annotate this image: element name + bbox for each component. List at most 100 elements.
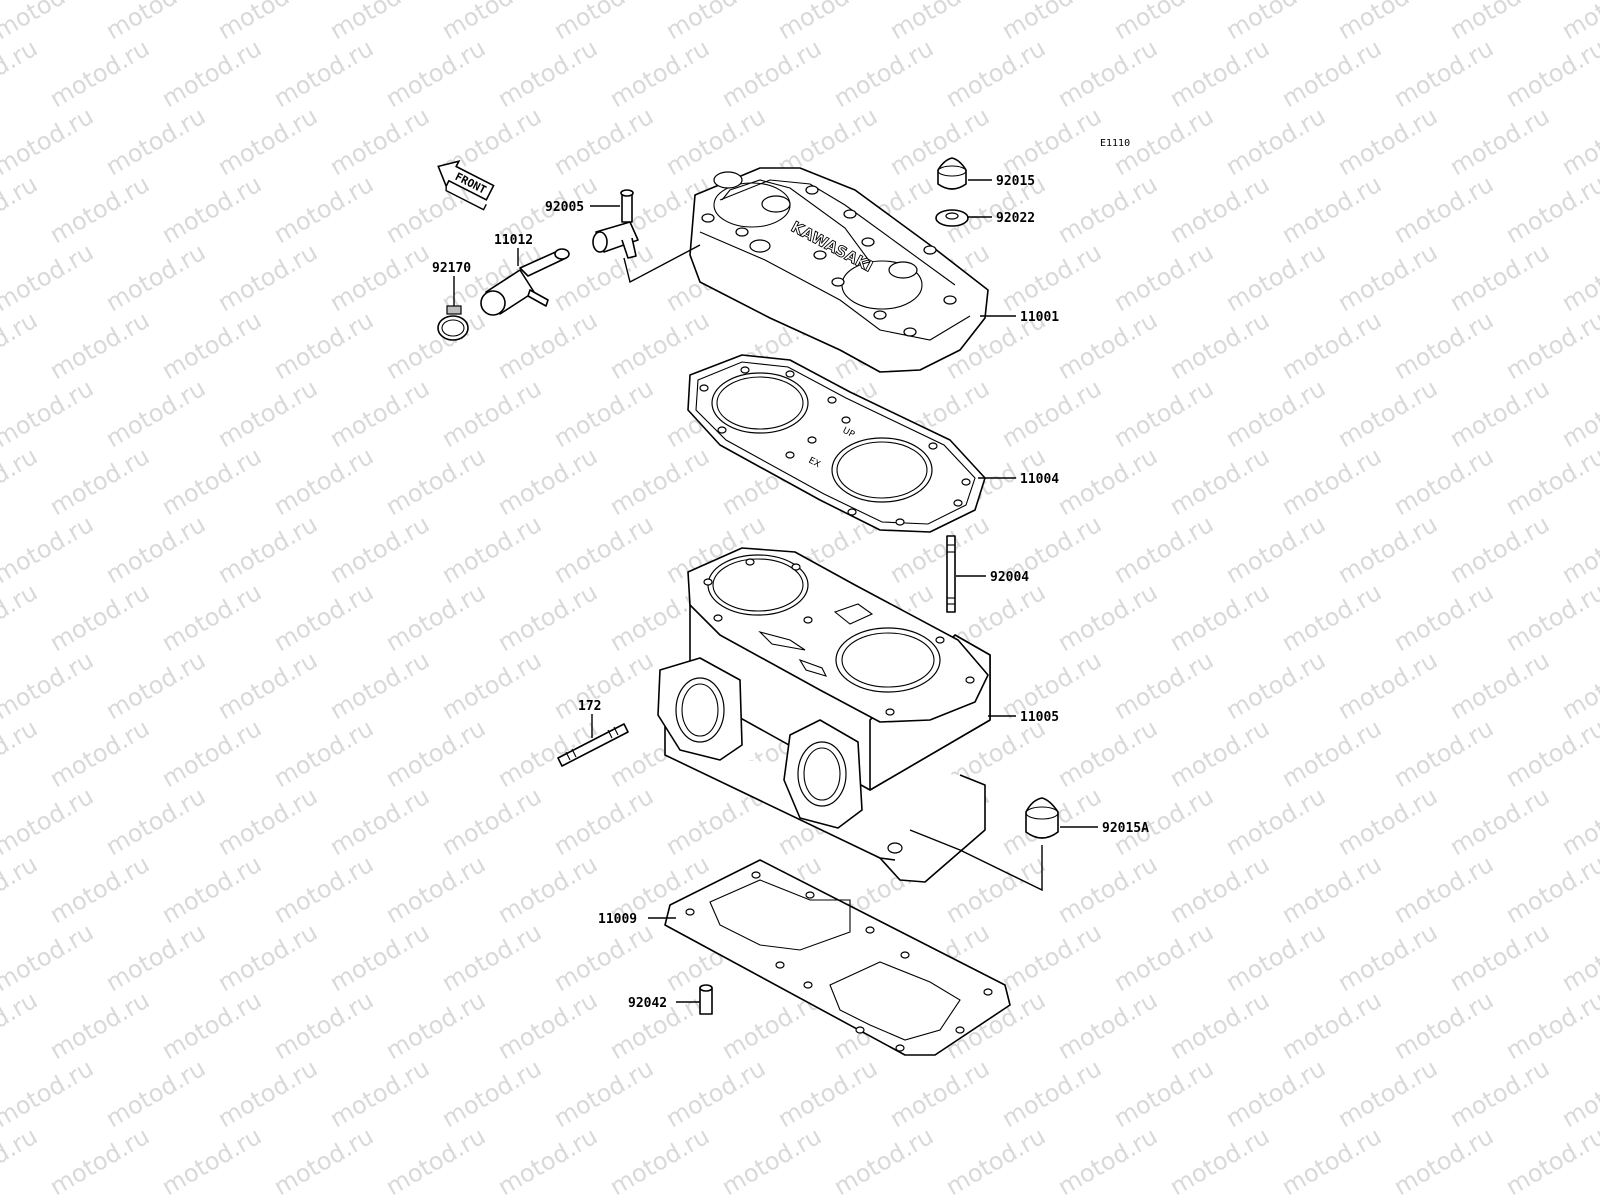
watermark-text: motod.ru <box>773 1054 882 1133</box>
watermark-text: motod.ru <box>381 714 490 793</box>
watermark-text: motod.ru <box>997 0 1106 45</box>
watermark-text: motod.ru <box>829 1122 938 1200</box>
watermark-text: motod.ru <box>1557 1054 1600 1133</box>
watermark-text: motod.ru <box>325 102 434 181</box>
watermark-text: motod.ru <box>1165 306 1274 385</box>
watermark-text: motod.ru <box>1277 986 1386 1065</box>
watermark-text: motod.ru <box>493 34 602 113</box>
watermark-text: motod.ru <box>1333 102 1442 181</box>
watermark-text: motod.ru <box>437 510 546 589</box>
watermark-text: motod.ru <box>0 850 42 929</box>
head-gasket-11004: UP EX <box>687 354 986 533</box>
part-labels: 92015 92022 92005 11012 92170 11001 1100… <box>432 174 1149 1011</box>
watermark-text: motod.ru <box>1389 442 1498 521</box>
watermark-text: motod.ru <box>1501 442 1600 521</box>
cap-nut-92015A <box>1025 797 1059 839</box>
watermark-text: motod.ru <box>549 374 658 453</box>
watermark-text: motod.ru <box>269 1122 378 1200</box>
watermark-text: motod.ru <box>1221 1054 1330 1133</box>
watermark-text: motod.ru <box>1109 238 1218 317</box>
watermark-text: motod.ru <box>381 986 490 1065</box>
watermark-text: motod.ru <box>997 918 1106 997</box>
watermark-text: motod.ru <box>101 782 210 861</box>
watermark-text: motod.ru <box>997 374 1106 453</box>
label-11004: 11004 <box>1020 472 1059 487</box>
watermark-text: motod.ru <box>101 646 210 725</box>
watermark-text: motod.ru <box>325 374 434 453</box>
label-11009: 11009 <box>598 912 637 927</box>
watermark-text: motod.ru <box>45 714 154 793</box>
watermark-text: motod.ru <box>1053 34 1162 113</box>
watermark-text: motod.ru <box>381 306 490 385</box>
watermark-text: motod.ru <box>1445 782 1554 861</box>
watermark-text: motod.ru <box>605 34 714 113</box>
watermark-text: motod.ru <box>381 578 490 657</box>
watermark-text: motod.ru <box>1445 646 1554 725</box>
watermark-text: motod.ru <box>1445 0 1554 45</box>
watermark-text: motod.ru <box>605 442 714 521</box>
watermark-text: motod.ru <box>1277 1122 1386 1200</box>
watermark-text: motod.ru <box>1333 646 1442 725</box>
watermark-text: motod.ru <box>493 442 602 521</box>
watermark-text: motod.ru <box>549 102 658 181</box>
watermark-text: motod.ru <box>269 306 378 385</box>
watermark-text: motod.ru <box>1165 986 1274 1065</box>
watermark-text: motod.ru <box>213 238 322 317</box>
watermark-text: motod.ru <box>1109 1054 1218 1133</box>
watermark-text: motod.ru <box>213 374 322 453</box>
watermark-text: motod.ru <box>269 442 378 521</box>
watermark-text: motod.ru <box>269 986 378 1065</box>
watermark-text: motod.ru <box>1333 918 1442 997</box>
watermark-text: motod.ru <box>493 578 602 657</box>
watermark-text: motod.ru <box>941 34 1050 113</box>
watermark-text: motod.ru <box>325 646 434 725</box>
watermark-text: motod.ru <box>325 1054 434 1133</box>
watermark-text: motod.ru <box>213 918 322 997</box>
watermark-text: motod.ru <box>549 1054 658 1133</box>
watermark-text: motod.ru <box>1557 238 1600 317</box>
watermark-text: motod.ru <box>101 918 210 997</box>
watermark-text: motod.ru <box>269 170 378 249</box>
watermark-text: motod.ru <box>1165 170 1274 249</box>
watermark-text: motod.ru <box>213 1054 322 1133</box>
watermark-text: motod.ru <box>0 102 98 181</box>
watermark-text: motod.ru <box>717 34 826 113</box>
watermark-text: motod.ru <box>941 850 1050 929</box>
watermark-text: motod.ru <box>101 374 210 453</box>
watermark-text: motod.ru <box>157 714 266 793</box>
watermark-text: motod.ru <box>213 102 322 181</box>
watermark-text: motod.ru <box>157 578 266 657</box>
watermark-text: motod.ru <box>0 918 98 997</box>
watermark-text: motod.ru <box>157 850 266 929</box>
watermark-text: motod.ru <box>1221 102 1330 181</box>
watermark-text: motod.ru <box>1501 986 1600 1065</box>
watermark-text: motod.ru <box>1445 510 1554 589</box>
watermark-text: motod.ru <box>997 238 1106 317</box>
watermark-text: motod.ru <box>437 0 546 45</box>
watermark-text: motod.ru <box>0 442 42 521</box>
watermark-text: motod.ru <box>1277 306 1386 385</box>
watermark-text: motod.ru <box>885 1054 994 1133</box>
watermark-text: motod.ru <box>997 102 1106 181</box>
watermark-text: motod.ru <box>1501 306 1600 385</box>
watermark-text: motod.ru <box>773 0 882 45</box>
watermark-text: motod.ru <box>717 1122 826 1200</box>
watermark-text: motod.ru <box>269 578 378 657</box>
watermark-text: motod.ru <box>1165 442 1274 521</box>
watermark-text: motod.ru <box>45 442 154 521</box>
watermark-text: motod.ru <box>0 238 98 317</box>
watermark-text: motod.ru <box>1389 578 1498 657</box>
watermark-text: motod.ru <box>1333 782 1442 861</box>
label-92022: 92022 <box>996 211 1035 226</box>
cap-nut-92015 <box>937 157 967 190</box>
watermark-text: motod.ru <box>1109 918 1218 997</box>
stud-92004 <box>946 535 956 613</box>
watermark-text: motod.ru <box>1501 170 1600 249</box>
watermark-text: motod.ru <box>381 34 490 113</box>
reference-code: E1110 <box>1100 138 1130 149</box>
watermark-text: motod.ru <box>493 1122 602 1200</box>
watermark-text: motod.ru <box>1557 374 1600 453</box>
watermark-text: motod.ru <box>45 850 154 929</box>
watermark-text: motod.ru <box>213 0 322 45</box>
